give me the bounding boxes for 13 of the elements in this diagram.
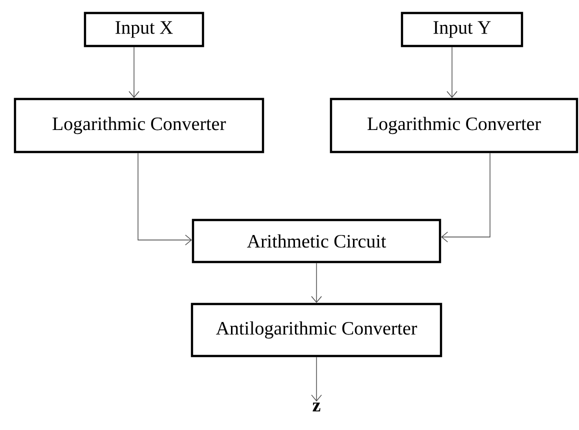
process-box: Logarithmic Converter bbox=[330, 98, 578, 154]
process-box: Arithmetic Circuit bbox=[192, 218, 442, 264]
arrow bbox=[446, 46, 458, 98]
arrow bbox=[311, 262, 322, 303]
process-box: Antilogarithmic Converter bbox=[190, 302, 442, 358]
process-box: Logarithmic Converter bbox=[14, 98, 264, 154]
process-box: Input X bbox=[84, 12, 204, 48]
arrow bbox=[311, 356, 322, 402]
arrow bbox=[441, 152, 490, 242]
arrow bbox=[128, 46, 140, 98]
arrow bbox=[138, 152, 192, 246]
process-box: Input Y bbox=[400, 12, 524, 48]
output-label: z bbox=[312, 402, 320, 412]
